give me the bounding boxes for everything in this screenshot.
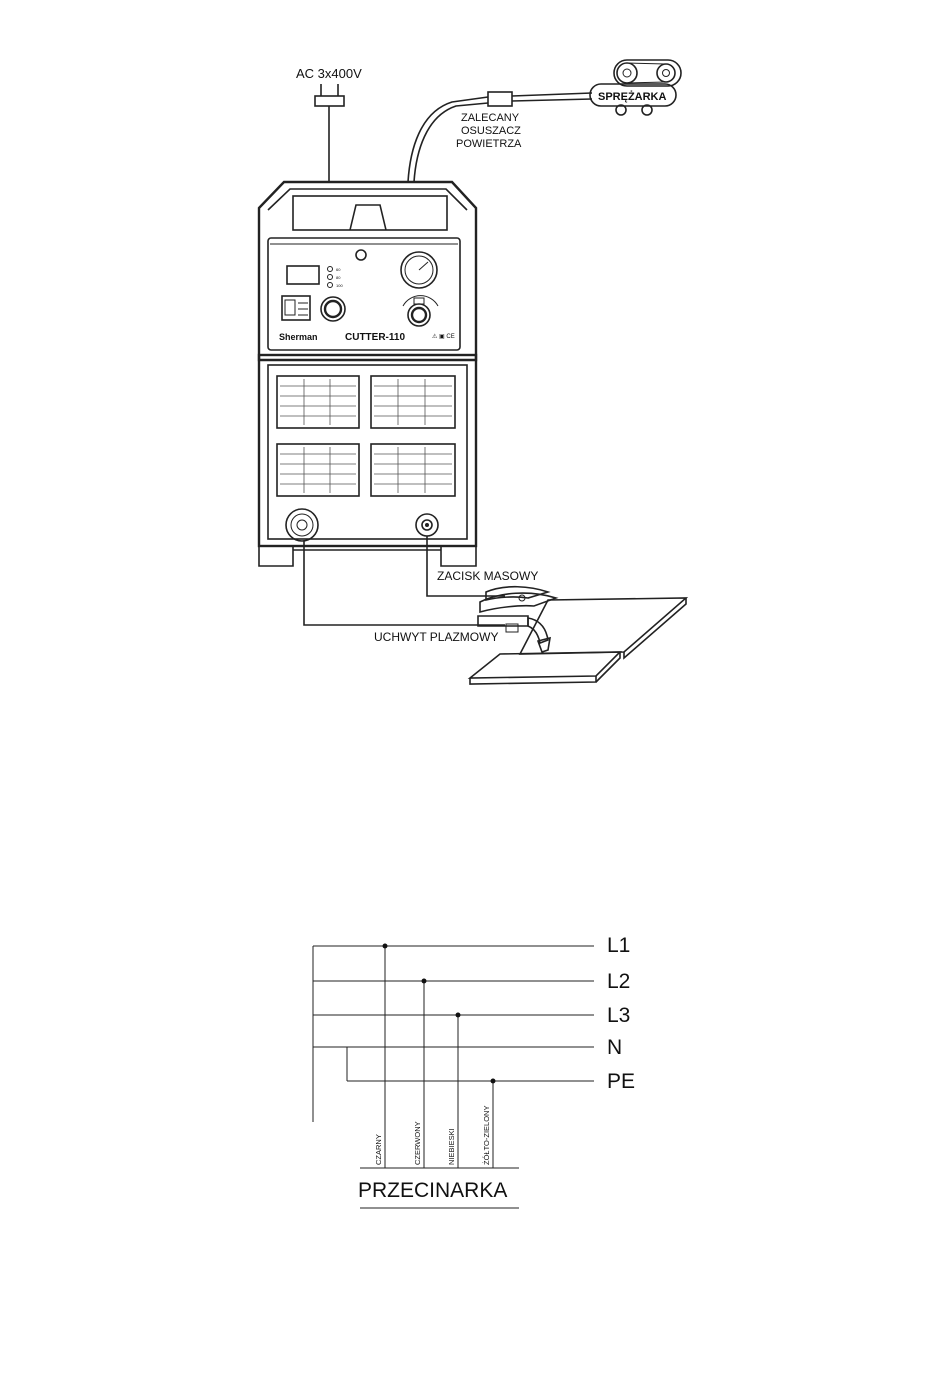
setup-diagram: AC 3x400V ZALECANY OSUSZACZ POWIETRZA SP… bbox=[259, 60, 686, 684]
torch-socket-icon bbox=[286, 509, 318, 541]
led-label-1: 60 bbox=[336, 267, 341, 272]
plasma-cutter-machine: 60 80 100 bbox=[259, 182, 476, 566]
indicator-led bbox=[328, 267, 333, 272]
indicator-led bbox=[328, 283, 333, 288]
brand-label: Sherman bbox=[279, 332, 318, 342]
line-label-l2: L2 bbox=[607, 970, 630, 993]
air-dryer-filter-icon bbox=[488, 92, 512, 106]
junction-dot bbox=[383, 944, 388, 949]
digital-display bbox=[287, 266, 319, 284]
vent-grille bbox=[277, 376, 359, 428]
wire-label-green-yellow: ŻÓŁTO-ZIELONY bbox=[482, 1106, 491, 1165]
wire-label-blue: NIEBIESKI bbox=[447, 1128, 456, 1165]
ground-clamp-label: ZACISK MASOWY bbox=[437, 569, 538, 583]
line-label-l1: L1 bbox=[607, 934, 630, 957]
model-label: CUTTER-110 bbox=[345, 332, 405, 343]
junction-dot bbox=[491, 1079, 496, 1084]
compressor-label: SPRĘŻARKA bbox=[598, 90, 667, 103]
air-hose bbox=[408, 92, 592, 182]
dryer-label-line2: OSUSZACZ bbox=[461, 125, 521, 137]
wire-label-red: CZERWONY bbox=[413, 1121, 422, 1165]
led-label-2: 80 bbox=[336, 275, 341, 280]
dryer-label-line3: POWIETRZA bbox=[456, 138, 522, 150]
indicator-led bbox=[328, 275, 333, 280]
led-label-3: 100 bbox=[336, 283, 343, 288]
vent-grille bbox=[371, 376, 455, 428]
wiring-diagram: L1 L2 L3 N PE CZARNY CZERWONY NIEBIESKI … bbox=[313, 934, 635, 1208]
line-label-n: N bbox=[607, 1036, 622, 1059]
torch-cable bbox=[304, 541, 505, 625]
workpiece-icon bbox=[470, 598, 686, 684]
ground-socket-icon bbox=[416, 514, 438, 536]
vent-grille bbox=[277, 444, 359, 496]
line-label-pe: PE bbox=[607, 1070, 635, 1093]
ce-mark: ⚠ ▣ CE bbox=[432, 333, 455, 340]
regulator-knob-icon bbox=[403, 296, 438, 326]
junction-dot bbox=[422, 979, 427, 984]
line-label-l3: L3 bbox=[607, 1004, 630, 1027]
pressure-gauge-icon bbox=[401, 252, 437, 288]
device-label: PRZECINARKA bbox=[358, 1179, 507, 1202]
power-plug-icon bbox=[315, 84, 344, 182]
current-knob-icon bbox=[321, 297, 345, 321]
torch-label: UCHWYT PLAZMOWY bbox=[374, 630, 498, 644]
power-label: AC 3x400V bbox=[296, 66, 362, 81]
wire-label-black: CZARNY bbox=[374, 1134, 383, 1165]
compressor-icon bbox=[590, 60, 681, 115]
junction-dot bbox=[456, 1013, 461, 1018]
vent-grille bbox=[371, 444, 455, 496]
dryer-label-line1: ZALECANY bbox=[461, 112, 520, 124]
